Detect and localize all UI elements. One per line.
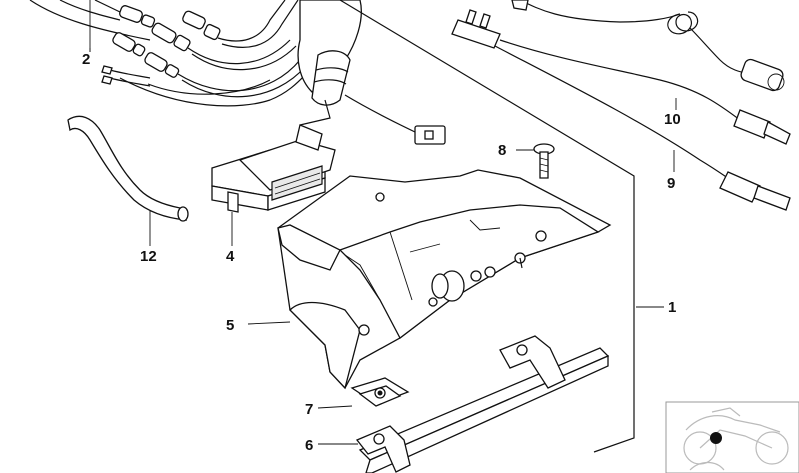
callout-4: 4 bbox=[226, 248, 235, 265]
hose[interactable] bbox=[67, 115, 189, 222]
screw[interactable] bbox=[533, 143, 555, 179]
leader-lines bbox=[89, 0, 677, 445]
callout-labels: 2 12 4 5 7 6 8 9 10 1 bbox=[82, 51, 681, 454]
callout-2: 2 bbox=[82, 51, 90, 68]
cable-assemblies[interactable] bbox=[451, 0, 791, 211]
callout-1: 1 bbox=[668, 299, 676, 316]
assembly-bracket-line bbox=[339, 0, 635, 453]
motorcycle-locator-icon bbox=[665, 401, 799, 473]
callout-6: 6 bbox=[305, 437, 313, 454]
mounting-bracket[interactable] bbox=[355, 335, 610, 473]
callout-12: 12 bbox=[140, 248, 157, 265]
callout-8: 8 bbox=[498, 142, 506, 159]
clip-nut[interactable] bbox=[350, 377, 410, 407]
connector-block[interactable] bbox=[211, 124, 336, 213]
callout-5: 5 bbox=[226, 317, 234, 334]
callout-9: 9 bbox=[667, 175, 675, 192]
wiring-harness[interactable] bbox=[29, 0, 446, 145]
callout-7: 7 bbox=[305, 401, 313, 418]
control-housing[interactable] bbox=[277, 169, 612, 390]
callout-10: 10 bbox=[664, 111, 681, 128]
